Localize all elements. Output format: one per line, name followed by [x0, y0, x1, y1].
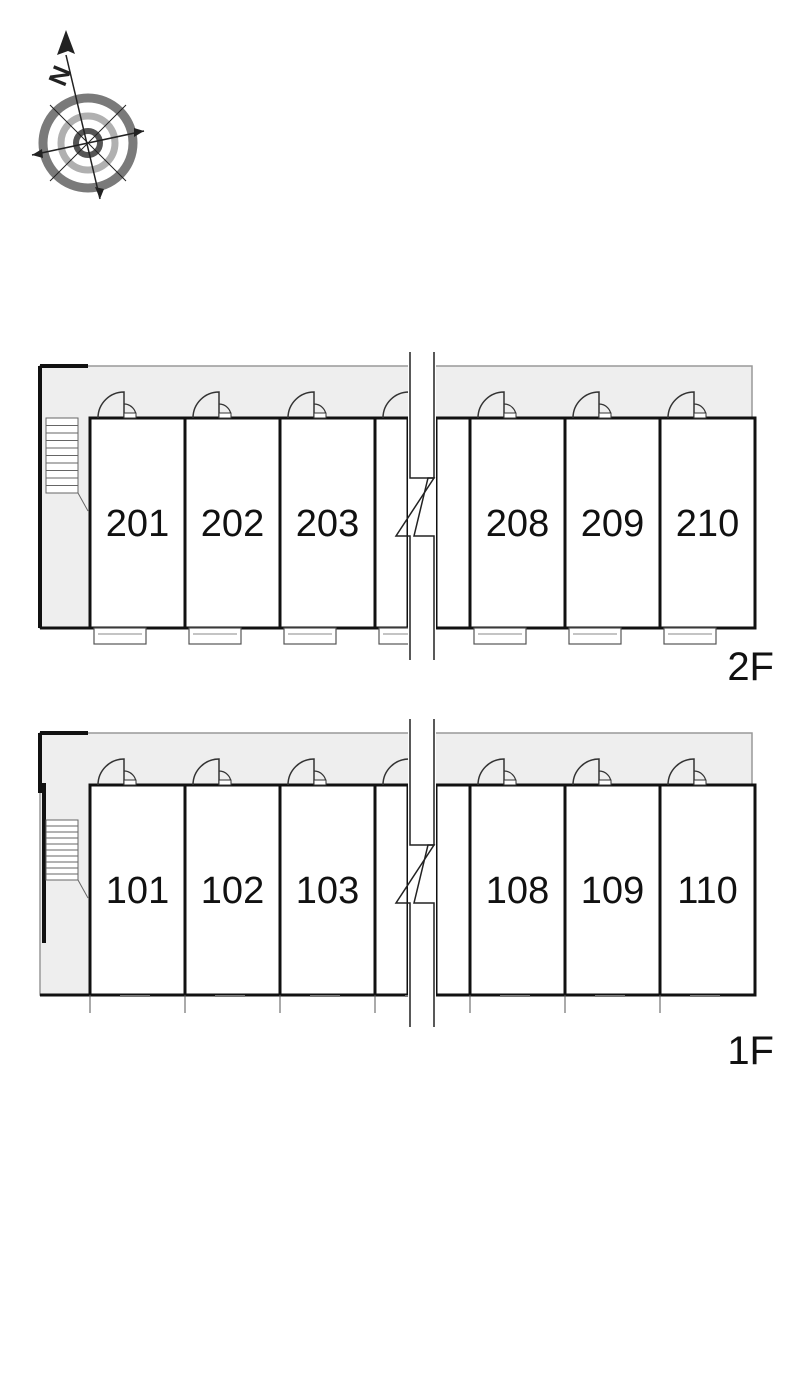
unit-label: 109 — [581, 870, 644, 912]
unit-label: 103 — [296, 870, 359, 912]
door-swing — [192, 758, 220, 786]
door-swing — [97, 391, 125, 419]
building-block-east — [434, 416, 757, 630]
stair-rail — [77, 492, 89, 512]
door-sill — [503, 412, 517, 419]
balcony — [568, 627, 622, 645]
unit-label: 208 — [486, 503, 549, 545]
door-swing — [572, 391, 600, 419]
floor-label: 1F — [727, 1029, 774, 1073]
door-sill — [313, 412, 327, 419]
unit-label: 102 — [201, 870, 264, 912]
break-line — [413, 719, 435, 1027]
building-block-east — [434, 783, 757, 997]
unit-label: 209 — [581, 503, 644, 545]
staircase — [45, 417, 89, 512]
balcony — [473, 627, 527, 645]
door-sill — [503, 779, 517, 786]
break-line — [394, 719, 436, 1027]
building-block-west — [88, 783, 410, 997]
break-line — [394, 352, 436, 660]
balcony — [188, 627, 242, 645]
door-swing — [192, 391, 220, 419]
door-swing — [287, 758, 315, 786]
door-swing — [667, 391, 695, 419]
door-swing — [572, 758, 600, 786]
unit-label: 108 — [486, 870, 549, 912]
door-sill — [123, 779, 137, 786]
door-sill — [313, 779, 327, 786]
door-sill — [598, 412, 612, 419]
unit-label: 101 — [106, 870, 169, 912]
door-swing — [287, 391, 315, 419]
north-label: N — [42, 61, 77, 90]
staircase — [45, 819, 89, 899]
door-sill — [123, 412, 137, 419]
balcony — [93, 627, 147, 645]
door-swing — [477, 391, 505, 419]
stair-rail — [77, 879, 89, 899]
unit-label: 201 — [106, 503, 169, 545]
unit-label: 110 — [677, 870, 738, 912]
break-line — [413, 352, 435, 660]
door-swing — [97, 758, 125, 786]
door-sill — [693, 412, 707, 419]
door-swing — [667, 758, 695, 786]
balcony — [283, 627, 337, 645]
door-sill — [218, 412, 232, 419]
door-sill — [218, 779, 232, 786]
floor-label: 2F — [727, 645, 774, 689]
floor-1f: 101 102 103 108 109 110 1F — [38, 719, 774, 1073]
balcony — [663, 627, 717, 645]
door-sill — [693, 779, 707, 786]
door-sill — [598, 779, 612, 786]
unit-label: 202 — [201, 503, 264, 545]
floor-2f: 201 202 203 208 209 210 2F — [38, 352, 774, 689]
door-swing — [477, 758, 505, 786]
unit-label: 203 — [296, 503, 359, 545]
compass-rose-icon: N — [31, 30, 145, 200]
unit-label: 210 — [676, 503, 739, 545]
